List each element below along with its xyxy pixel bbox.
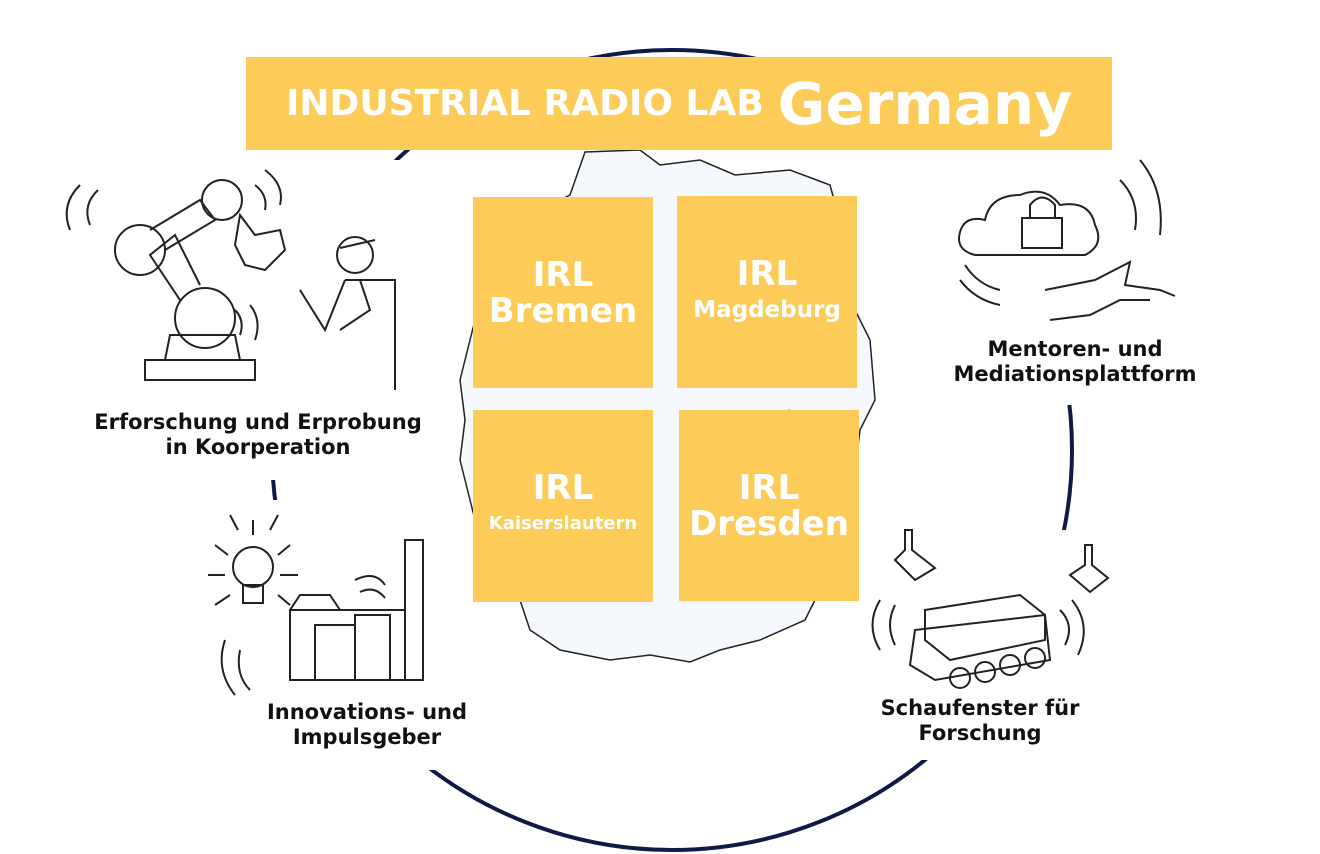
tile-magdeburg-line1: IRL: [736, 254, 798, 294]
caption-bottom-left-line2: Impulsgeber: [292, 725, 442, 749]
caption-bottom-left: Innovations- und Impulsgeber: [236, 700, 498, 750]
title-banner: INDUSTRIAL RADIO LAB Germany: [246, 57, 1112, 150]
tile-dresden-line2: Dresden: [689, 503, 849, 544]
robot-vehicle-icon: [871, 529, 1110, 689]
caption-top-right-line1: Mentoren- und: [987, 337, 1163, 361]
tile-dresden: IRL Dresden: [679, 410, 859, 601]
title-prefix: INDUSTRIAL RADIO LAB: [285, 83, 764, 124]
caption-bottom-right-line2: Forschung: [918, 721, 1042, 745]
robot-arm-and-worker-icon: [65, 169, 396, 390]
tile-bremen-line1: IRL: [532, 254, 594, 295]
tile-kaiserslautern-line2: Kaiserslautern: [488, 513, 638, 534]
caption-top-left-line1: Erforschung und Erprobung: [94, 410, 422, 434]
tile-dresden-line1: IRL: [738, 467, 800, 508]
tile-bremen: IRL Bremen: [473, 197, 653, 388]
cloud-lock-handshake-icon: [958, 159, 1176, 321]
tile-magdeburg: IRL Magdeburg: [677, 196, 857, 388]
tile-kaiserslautern: IRL Kaiserslautern: [473, 410, 653, 602]
tile-kaiserslautern-line1: IRL: [532, 468, 594, 508]
tile-bremen-line2: Bremen: [488, 290, 638, 331]
caption-top-right: Mentoren- und Mediationsplattform: [925, 337, 1225, 387]
tile-magdeburg-line2: Magdeburg: [693, 297, 841, 323]
title-main: Germany: [777, 69, 1073, 138]
caption-top-left-line2: in Koorperation: [165, 435, 351, 459]
caption-bottom-right-line1: Schaufenster für: [880, 696, 1080, 720]
caption-top-left: Erforschung und Erprobung in Koorperatio…: [60, 410, 456, 460]
caption-bottom-right: Schaufenster für Forschung: [855, 696, 1105, 746]
caption-bottom-left-line1: Innovations- und: [266, 700, 468, 724]
lightbulb-factory-icon: [208, 514, 424, 696]
caption-top-right-line2: Mediationsplattform: [953, 362, 1197, 386]
